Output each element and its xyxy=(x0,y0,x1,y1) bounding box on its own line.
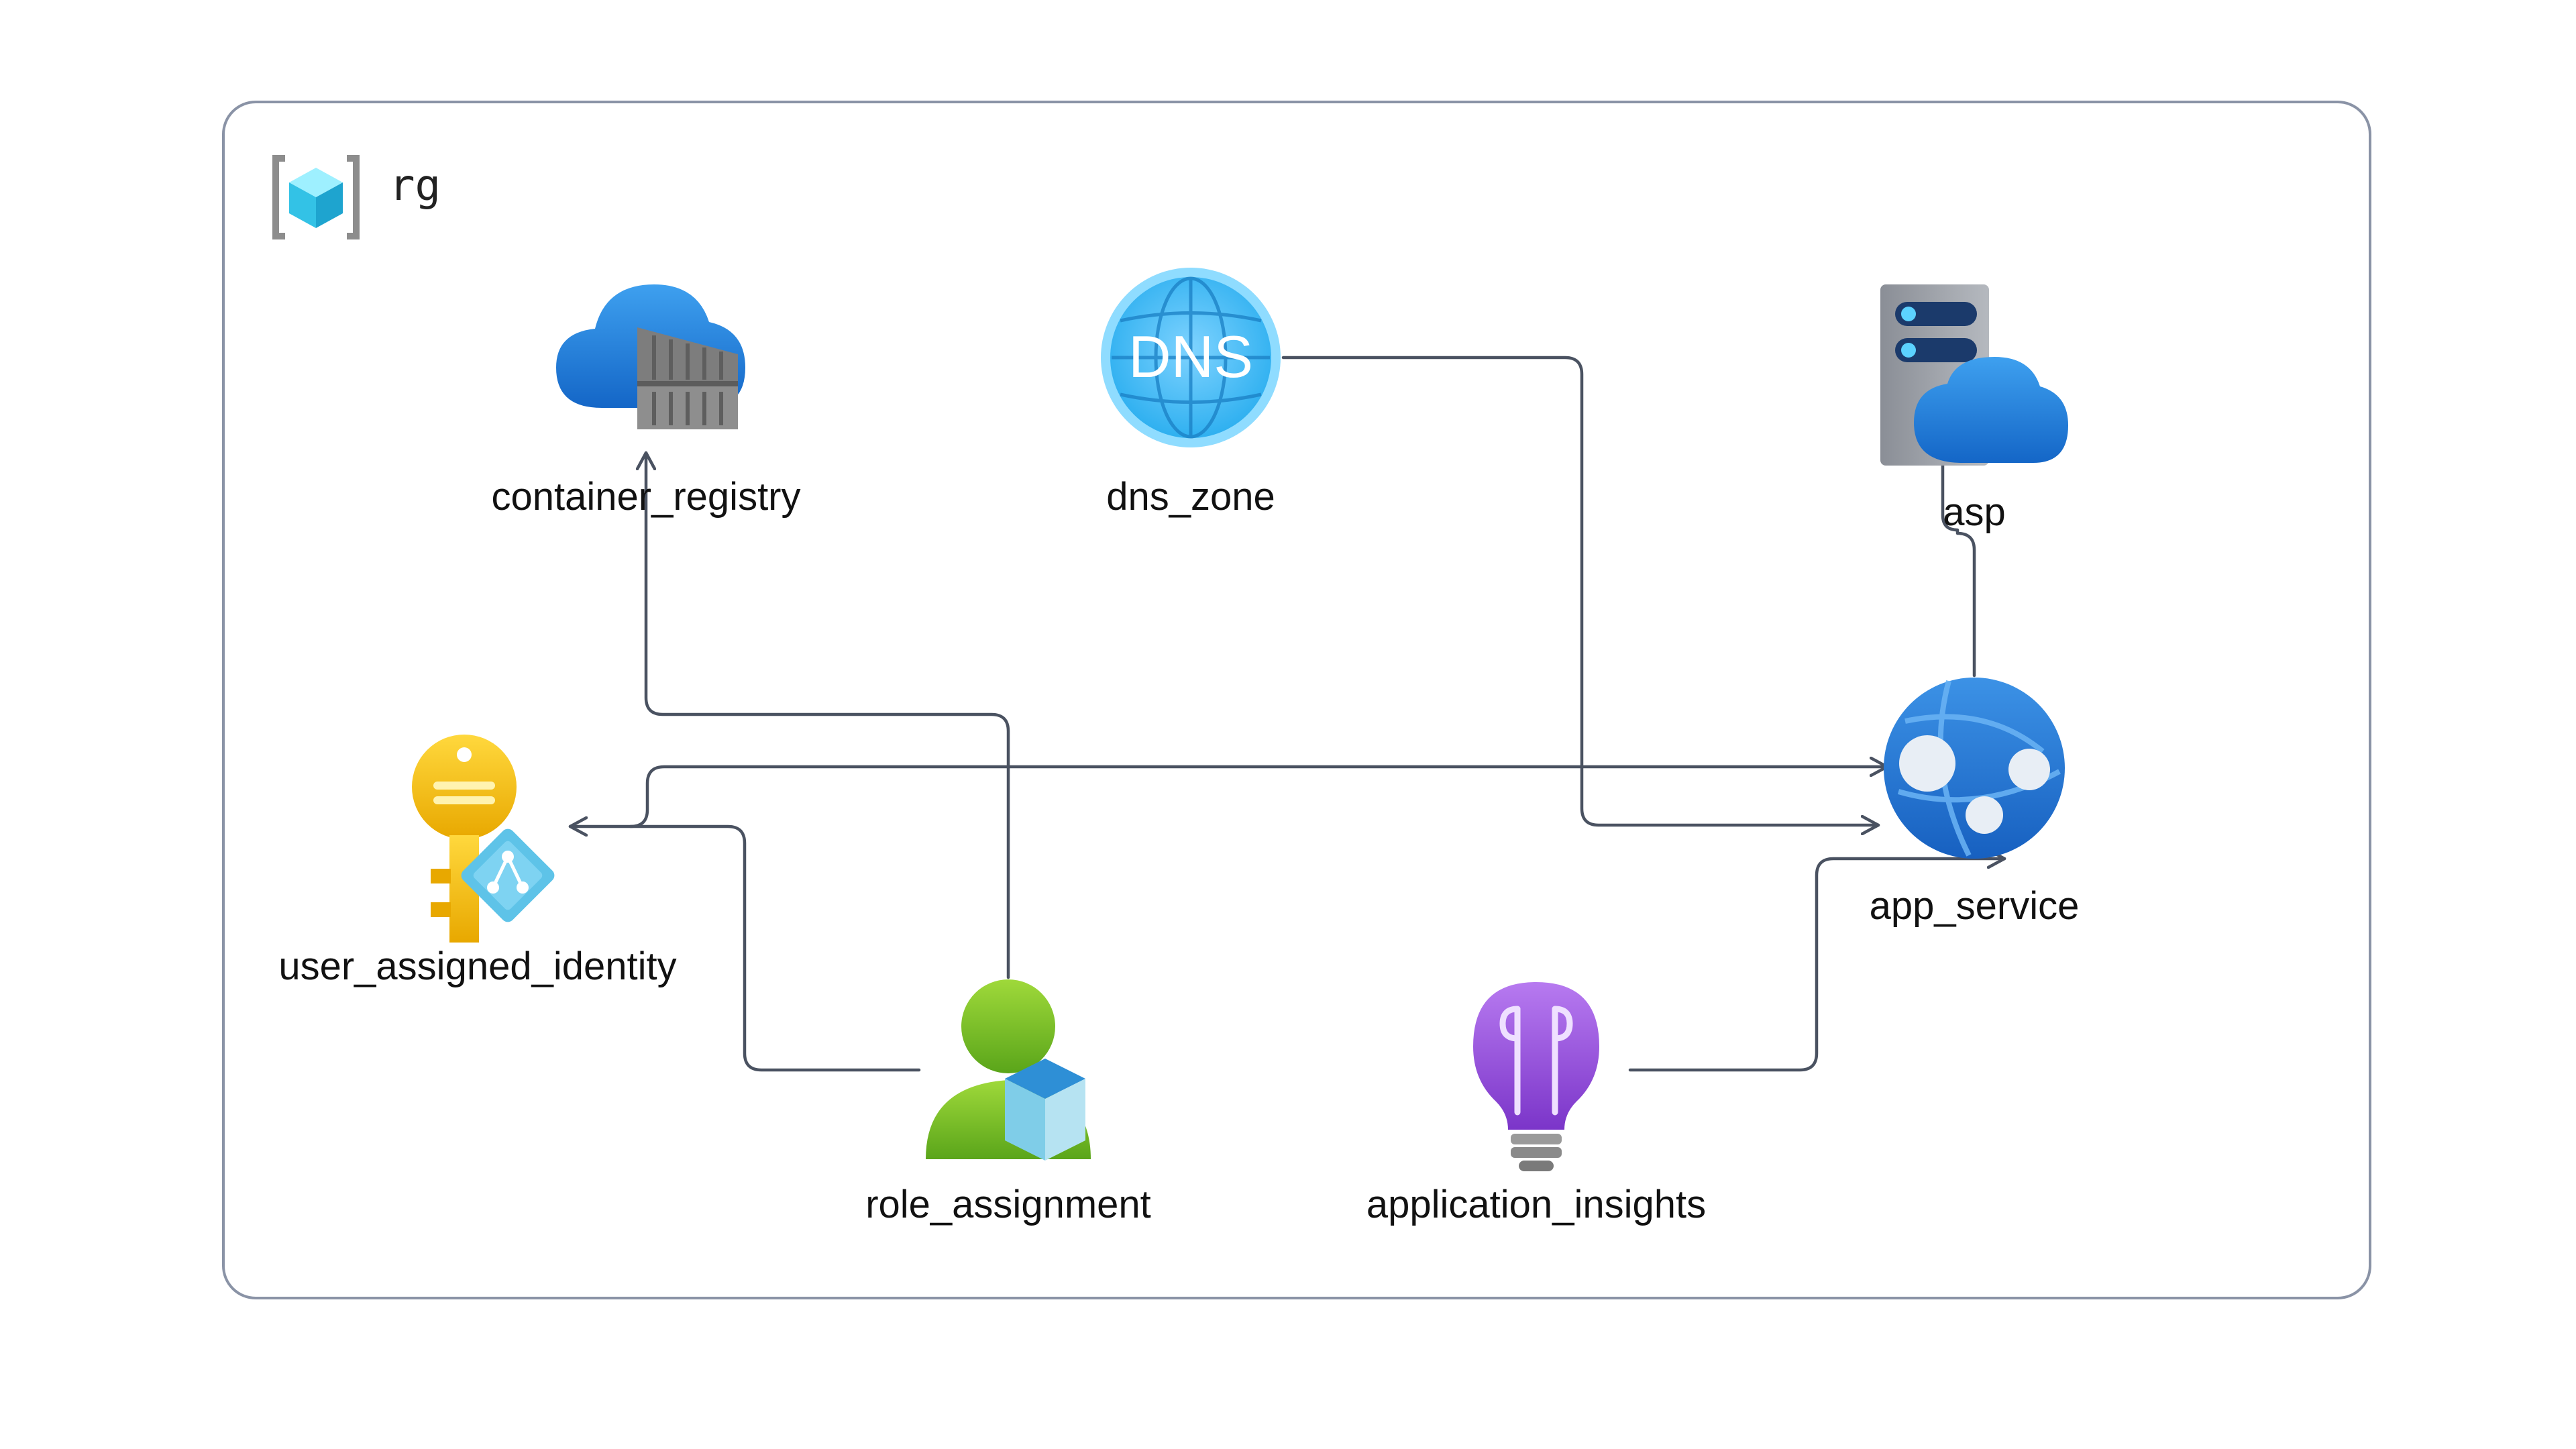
node-application-insights[interactable]: application_insights xyxy=(1366,982,1706,1226)
node-app-service[interactable]: app_service xyxy=(1870,678,2080,928)
node-role-assignment[interactable]: role_assignment xyxy=(865,979,1151,1226)
node-label-user-assigned-identity: user_assigned_identity xyxy=(278,945,676,988)
managed-identity-icon xyxy=(412,735,555,943)
edge-dns-zone-to-app-service xyxy=(1281,356,1880,825)
node-dns-zone[interactable]: DNS dns_zone xyxy=(1101,268,1281,519)
dns-zone-icon: DNS xyxy=(1101,268,1281,447)
node-label-container-registry: container_registry xyxy=(492,475,801,519)
resource-group-frame xyxy=(222,101,2371,1299)
node-label-dns-zone: dns_zone xyxy=(1106,475,1275,519)
node-asp[interactable]: asp xyxy=(1880,284,2068,534)
application-insights-icon xyxy=(1473,982,1599,1171)
edge-user-assigned-identity-to-app-service xyxy=(629,767,1889,828)
edge-role-assignment-to-user-assigned-identity xyxy=(568,826,921,1072)
role-assignment-icon xyxy=(926,979,1091,1161)
node-label-app-service: app_service xyxy=(1870,884,2080,928)
group-label: rg xyxy=(389,161,441,211)
edge-application-insights-to-app-service xyxy=(1628,859,2006,1072)
resource-group-icon xyxy=(272,155,360,239)
dns-icon-text: DNS xyxy=(1128,323,1253,390)
node-user-assigned-identity[interactable]: user_assigned_identity xyxy=(278,735,677,988)
app-service-icon xyxy=(1884,678,2065,859)
edge-app-service-to-asp xyxy=(1943,392,1976,678)
node-container-registry[interactable]: container_registry xyxy=(492,284,801,519)
node-label-asp: asp xyxy=(1943,490,2006,534)
container-registry-icon xyxy=(556,284,745,429)
app-service-plan-icon xyxy=(1880,284,2068,466)
edge-role-assignment-to-container-registry xyxy=(646,451,1010,979)
edges xyxy=(568,356,2006,1072)
node-label-application-insights: application_insights xyxy=(1366,1183,1706,1226)
node-label-role-assignment: role_assignment xyxy=(865,1183,1151,1226)
